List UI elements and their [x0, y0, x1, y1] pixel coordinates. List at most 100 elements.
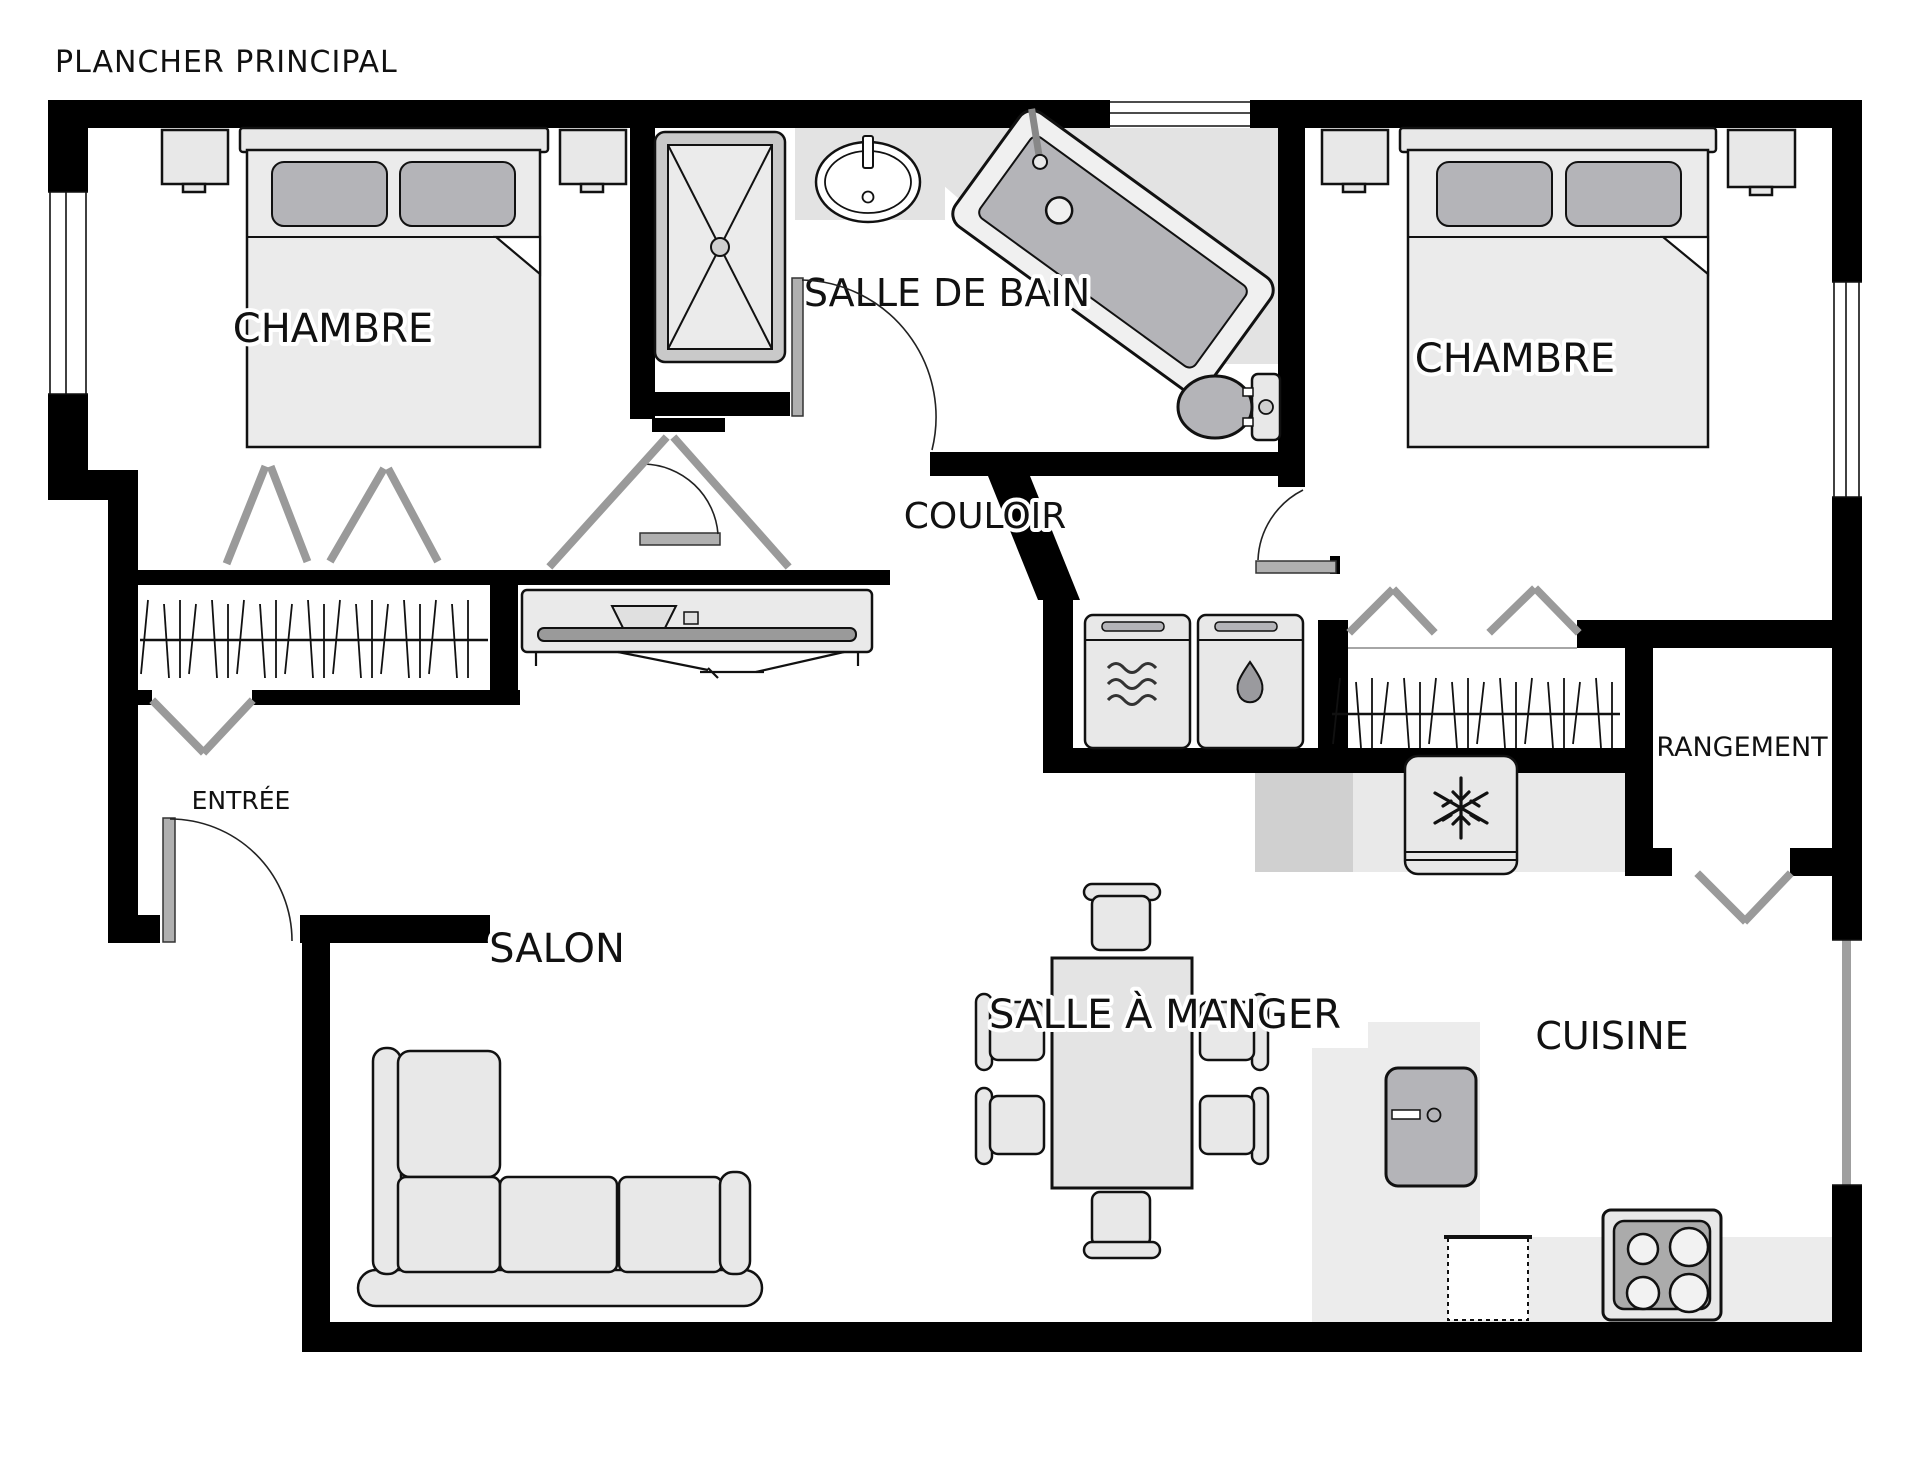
window-left [48, 191, 88, 395]
sofa-cushion [498, 1175, 619, 1274]
wall-salon-left [302, 943, 330, 1352]
four-burners-icon [1625, 1226, 1710, 1314]
room-label-couloir: COULOIR [904, 496, 1067, 537]
sofa-cushion [617, 1175, 724, 1274]
bathroom-sink [814, 135, 922, 224]
dining-set [974, 882, 1270, 1260]
washer [1083, 613, 1192, 750]
kitchen-peninsula-edge [1312, 1048, 1368, 1322]
wall-rangement-bottom-right [1790, 848, 1832, 876]
nightstand [160, 128, 230, 194]
sofa-back [356, 1268, 764, 1308]
toilet [1176, 372, 1282, 442]
laundry [1083, 613, 1305, 750]
wall-top-left [48, 100, 1110, 128]
wall-left-step [48, 470, 138, 500]
wall-rangement-top [1577, 620, 1832, 648]
dishwasher [1444, 1235, 1532, 1321]
closetA-hangers [140, 599, 488, 679]
dining-chair [1082, 1190, 1162, 1260]
wall-left-upper [48, 100, 88, 192]
kitchen-bottom-counter [1368, 1237, 1832, 1322]
bed-right-headboard [1398, 126, 1718, 154]
wall-closet2-left [1318, 620, 1348, 748]
bifold-door-couloir [546, 434, 792, 570]
bed-left-pillow-2 [399, 161, 516, 227]
window-right-chambre2 [1832, 281, 1862, 498]
bifold-door-closet2 [1346, 585, 1582, 649]
wall-left-below-window [48, 394, 88, 470]
nightstand [1320, 128, 1390, 194]
wall-left-mid [108, 500, 138, 943]
wall-chambre1-bathroom [630, 128, 655, 419]
bed-left-sheet-fold [492, 235, 542, 277]
wall-laundry-closet-bottom [1043, 748, 1653, 773]
wall-angled-couloir [988, 476, 1080, 600]
plan-title: PLANCHER PRINCIPAL [55, 45, 398, 80]
kitchen-fixtures [1384, 1066, 1723, 1322]
waves-icon [1106, 662, 1158, 706]
wall-bottom [302, 1322, 1862, 1352]
wall-top-right [1250, 100, 1862, 128]
wall-rangement-left [1625, 620, 1653, 876]
shower-icon [653, 130, 787, 364]
bifold-door-rangement [1694, 870, 1794, 925]
bed-right-sheet-fold [1659, 235, 1710, 277]
wall-laundry-left [1043, 600, 1073, 773]
wall-closetA-bottom-left [125, 690, 152, 705]
closet2-hangers [1332, 677, 1620, 749]
bifold-door-entree-closet [149, 697, 256, 756]
wall-bathroom-south [930, 452, 1278, 476]
wall-under-shower [630, 392, 790, 416]
bathtub [951, 108, 1275, 395]
door-chambre2 [1255, 489, 1337, 574]
tv-icon [537, 627, 857, 642]
dining-chair [1198, 1086, 1270, 1166]
sofa-sectional [356, 1046, 764, 1308]
stove [1601, 1208, 1723, 1322]
wall-right-mid [1832, 497, 1862, 940]
tv-console-legs [534, 650, 860, 679]
bed-right-pillow-2 [1565, 161, 1682, 227]
tv-stand-center [610, 605, 678, 631]
sofa-cushion [396, 1175, 502, 1274]
wall-right-lower [1832, 1185, 1862, 1352]
wall-right-upper [1832, 128, 1862, 282]
closets [140, 434, 1794, 925]
wall-closet-band [125, 570, 890, 585]
door-bathroom [791, 277, 937, 451]
bifold-door-closetA [222, 464, 442, 566]
room-label-cuisine: CUISINE [1535, 1014, 1688, 1058]
dining-chair [1198, 992, 1270, 1072]
interior-walls [125, 128, 1832, 876]
nightstand [558, 128, 628, 194]
doors [162, 277, 1337, 943]
nightstand [1726, 128, 1797, 197]
wall-closetA-right [490, 583, 518, 705]
room-label-salle-de-bain: SALLE DE BAIN [804, 271, 1090, 315]
window-top [1110, 100, 1250, 128]
wall-rangement-bottom-left [1625, 848, 1672, 876]
dining-chair [1082, 882, 1162, 952]
wall-chambre1-door-stub [652, 418, 725, 432]
tv-console [520, 588, 874, 679]
wall-entree-bottom-left [108, 915, 160, 943]
sofa-chaise-cushion [396, 1049, 502, 1179]
room-label-entree: ENTRÉE [192, 786, 291, 815]
fridge [1403, 754, 1519, 876]
room-label-chambre-left: CHAMBRE [233, 306, 433, 352]
dining-chair [974, 992, 1046, 1072]
kitchen-counter-corner [1255, 758, 1353, 872]
bed-right-pillow-1 [1436, 161, 1553, 227]
room-label-salon: SALON [489, 926, 625, 972]
bed-left-pillow-1 [271, 161, 388, 227]
dining-table [1050, 956, 1194, 1190]
snowflake-icon [1433, 776, 1489, 840]
door-chambre1 [639, 463, 721, 546]
room-label-rangement: RANGEMENT [1656, 732, 1828, 763]
dryer [1196, 613, 1305, 750]
exterior-walls [48, 100, 1862, 1352]
room-label-chambre-right: CHAMBRE [1415, 336, 1615, 382]
wall-entree-bottom-right [300, 915, 490, 943]
